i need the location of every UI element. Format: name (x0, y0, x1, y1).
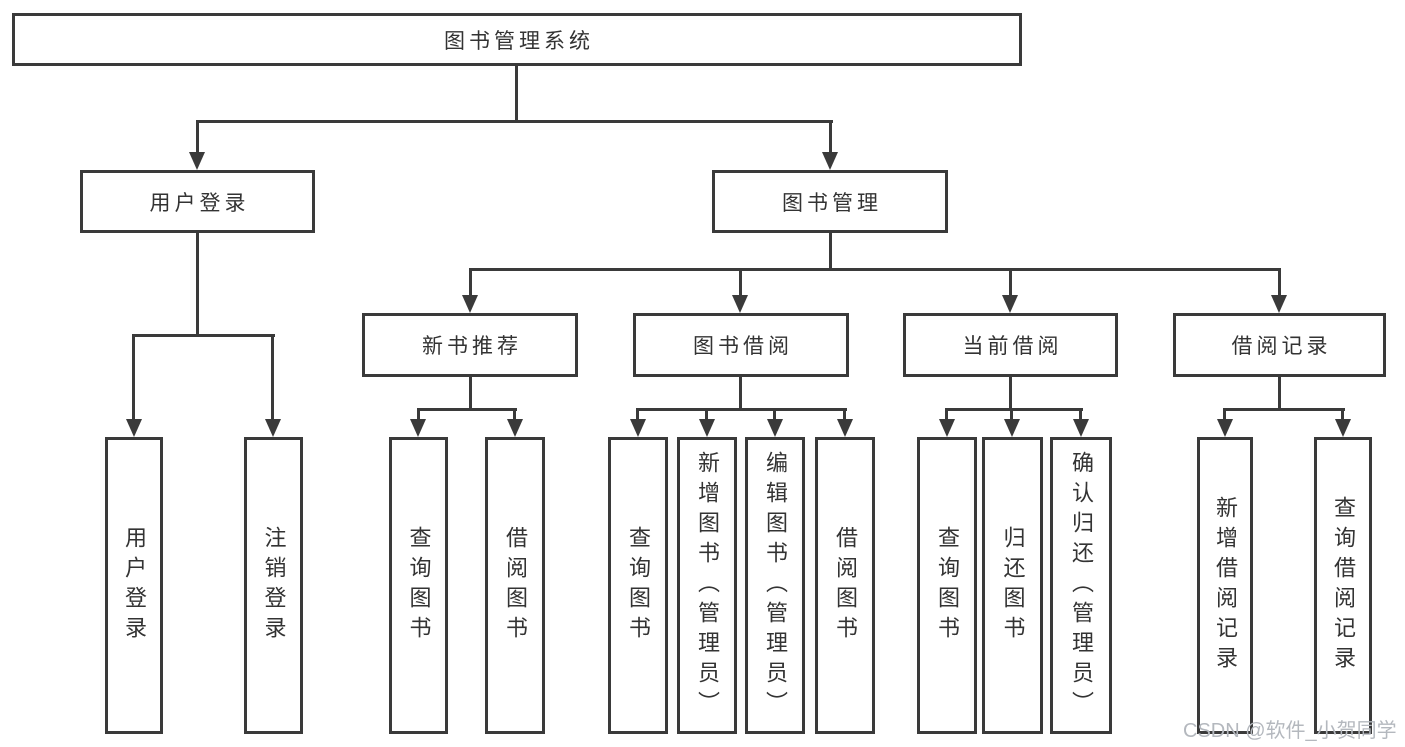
arrowhead-user-login (189, 152, 205, 170)
arrowhead-leaf (837, 419, 853, 437)
connector-leaf-stub (513, 408, 516, 422)
connector-to-leaf-logout (271, 334, 274, 420)
leaf-label: 查询图书 (626, 525, 651, 646)
connector-to-new-book-rec (469, 268, 472, 296)
leaf-borrow-books: 借阅图书 (815, 437, 875, 734)
arrowhead-leaf (1073, 419, 1089, 437)
arrowhead-current-borrow (1002, 295, 1018, 313)
connector-to-user-login (196, 120, 199, 154)
leaf-label: 归还图书 (1000, 525, 1026, 646)
node-library-system: 图书管理系统 (12, 13, 1022, 66)
leaf-label: 借阅图书 (833, 525, 858, 646)
leaf-label: 查询图书 (406, 525, 432, 646)
arrowhead-leaf-logout (265, 419, 281, 437)
csdn-watermark: CSDN @软件_小贺同学 (1183, 720, 1397, 742)
connector-group4-branch (1224, 408, 1345, 411)
connector-group1-stem (469, 377, 472, 408)
leaf-query-books-rec: 查询图书 (389, 437, 448, 734)
leaf-query-books-borrow: 查询图书 (608, 437, 668, 734)
connector-leaf-stub (417, 408, 420, 422)
connector-group2-branch (637, 408, 847, 411)
leaf-label: 借阅图书 (503, 525, 528, 646)
arrowhead-leaf (767, 419, 783, 437)
leaf-label: 确认归还（管理员） (1069, 450, 1094, 721)
connector-to-book-borrow (739, 268, 742, 296)
leaf-borrow-books-rec: 借阅图书 (485, 437, 545, 734)
connector-leaf-stub (773, 408, 776, 422)
node-new-book-rec: 新书推荐 (362, 313, 578, 377)
connector-book-stem (829, 233, 832, 268)
node-label: 用户登录 (149, 191, 250, 215)
connector-book-branch (469, 268, 1280, 271)
connector-leaf-stub (1341, 408, 1344, 422)
connector-user-stem (196, 233, 199, 334)
arrowhead-leaf (507, 419, 523, 437)
leaf-return-book: 归还图书 (982, 437, 1043, 734)
leaf-label: 查询借阅记录 (1331, 495, 1356, 676)
connector-group3-branch (946, 408, 1083, 411)
arrowhead-leaf (1335, 419, 1351, 437)
leaf-label: 新增借阅记录 (1213, 495, 1238, 676)
node-label: 当前借阅 (962, 335, 1063, 358)
node-book-borrow: 图书借阅 (633, 313, 849, 377)
connector-leaf-stub (945, 408, 948, 422)
connector-to-leaf-login (132, 334, 135, 420)
connector-group1-branch (417, 408, 517, 411)
leaf-add-book-admin: 新增图书（管理员） (677, 437, 737, 734)
connector-group4-stem (1278, 377, 1281, 408)
arrowhead-leaf (699, 419, 715, 437)
connector-user-branch (132, 334, 275, 337)
connector-root-stem (515, 66, 518, 120)
arrowhead-borrow-records (1271, 295, 1287, 313)
arrowhead-leaf (939, 419, 955, 437)
connector-leaf-stub (1010, 408, 1013, 422)
leaf-query-borrow-record: 查询借阅记录 (1314, 437, 1372, 734)
connector-group2-stem (739, 377, 742, 408)
arrowhead-leaf-login (126, 419, 142, 437)
node-label: 图书管理系统 (444, 29, 594, 53)
leaf-user-login: 用户登录 (105, 437, 163, 734)
connector-group3-stem (1009, 377, 1012, 408)
leaf-query-books-current: 查询图书 (917, 437, 977, 734)
node-label: 图书借阅 (693, 335, 793, 358)
connector-to-current-borrow (1009, 268, 1012, 296)
leaf-label: 注销登录 (261, 525, 287, 646)
connector-leaf-stub (636, 408, 639, 422)
leaf-logout: 注销登录 (244, 437, 303, 734)
connector-leaf-stub (705, 408, 708, 422)
arrowhead-leaf (410, 419, 426, 437)
connector-leaf-stub (1223, 408, 1226, 422)
leaf-label: 编辑图书（管理员） (763, 450, 788, 721)
node-label: 图书管理 (782, 191, 882, 215)
arrowhead-leaf (630, 419, 646, 437)
arrowhead-new-book-rec (462, 295, 478, 313)
arrowhead-book-mgmt (822, 152, 838, 170)
arrowhead-leaf (1004, 419, 1020, 437)
leaf-label: 新增图书（管理员） (695, 450, 720, 721)
node-current-borrow: 当前借阅 (903, 313, 1118, 377)
connector-to-borrow-records (1278, 268, 1281, 296)
arrowhead-leaf (1217, 419, 1233, 437)
leaf-label: 用户登录 (122, 525, 147, 646)
node-label: 新书推荐 (422, 335, 522, 358)
node-borrow-records: 借阅记录 (1173, 313, 1386, 377)
arrowhead-book-borrow (732, 295, 748, 313)
node-user-login: 用户登录 (80, 170, 315, 233)
connector-leaf-stub (843, 408, 846, 422)
leaf-label: 查询图书 (935, 525, 960, 646)
node-book-mgmt: 图书管理 (712, 170, 948, 233)
connector-leaf-stub (1079, 408, 1082, 422)
node-label: 借阅记录 (1231, 335, 1332, 358)
connector-to-book-mgmt (829, 120, 832, 154)
leaf-add-borrow-record: 新增借阅记录 (1197, 437, 1253, 734)
leaf-confirm-return-admin: 确认归还（管理员） (1050, 437, 1112, 734)
connector-root-branch (196, 120, 833, 123)
leaf-edit-book-admin: 编辑图书（管理员） (745, 437, 805, 734)
